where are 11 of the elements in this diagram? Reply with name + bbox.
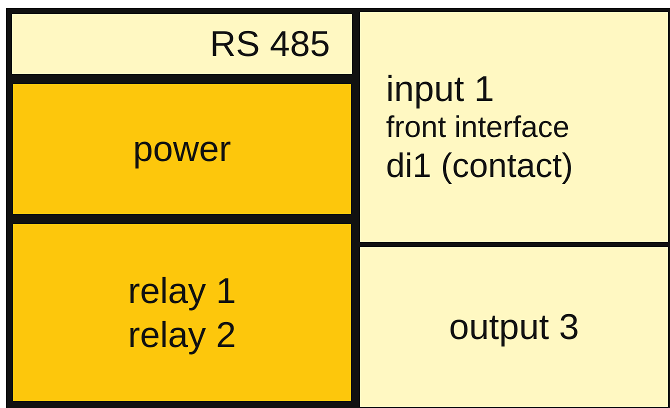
block-label: front interface xyxy=(386,110,570,146)
block-label: power xyxy=(132,127,232,171)
block-label: relay 1 xyxy=(128,269,236,312)
bus-block xyxy=(6,8,358,80)
input-block xyxy=(356,8,670,246)
block-label: relay 2 xyxy=(128,312,236,356)
block-label: output 3 xyxy=(448,305,580,349)
block-label: RS 485 xyxy=(210,22,330,66)
block-title: input 1 xyxy=(386,67,494,110)
output-block xyxy=(356,243,670,408)
block-label: di1 (contact) xyxy=(386,146,574,187)
